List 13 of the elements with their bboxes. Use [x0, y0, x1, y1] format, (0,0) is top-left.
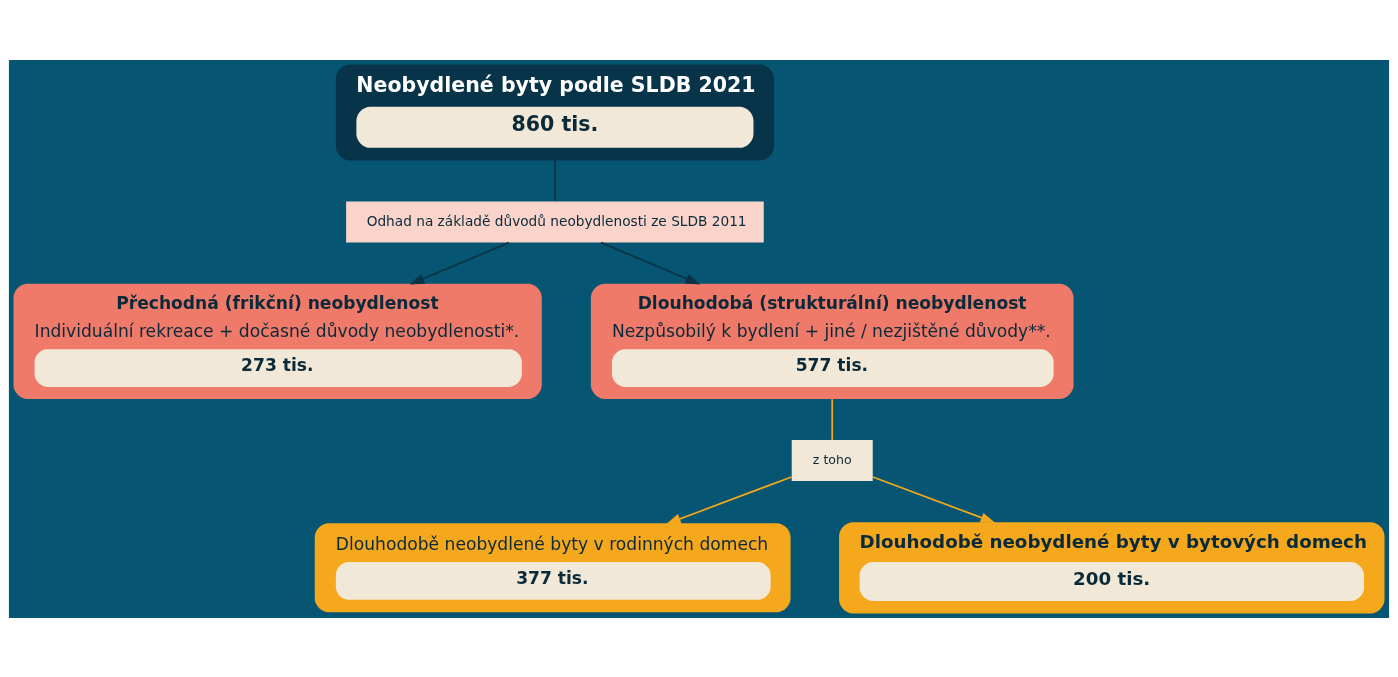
connector: [831, 397, 834, 441]
arrow: [600, 241, 701, 285]
arrow: [665, 475, 793, 524]
arrow: [409, 241, 510, 285]
node-box: Dlouhodobě neobydlené byty v rodinných domech 377 tis.: [314, 522, 791, 612]
node-box: Přechodná (frikční) neobydlenost Individuální rekreace + dočasné důvody neobydlenosti*. 273 tis.: [13, 283, 542, 399]
arrow: [872, 475, 996, 523]
node-box: Dlouhodobě neobydlené byty v bytových domech 200 tis.: [839, 521, 1385, 613]
node-box: Odhad na základě důvodů neobydlenosti ze SLDB 2011: [346, 201, 764, 243]
node-box: Dlouhodobá (strukturální) neobydlenost Nezpůsobilý k bydlení + jiné / nezjištěné důvody**. 577 tis.: [590, 283, 1074, 399]
connector: [554, 159, 556, 202]
node-box: Neobydlené byty podle SLDB 2021 860 tis.: [335, 64, 775, 160]
node-box: z toho: [791, 439, 873, 481]
